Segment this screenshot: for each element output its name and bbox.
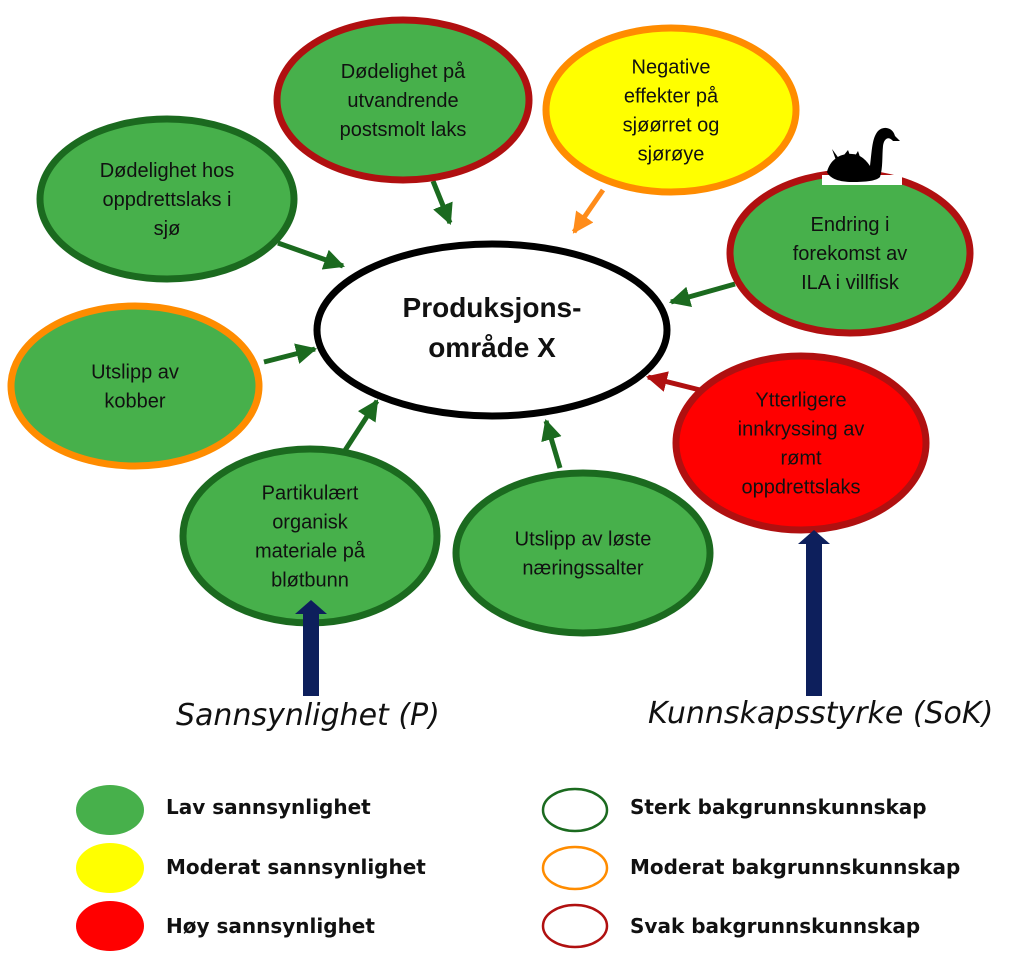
node-label-line: materiale på bbox=[255, 541, 366, 563]
node-label-line: oppdrettslaks bbox=[742, 477, 861, 499]
node-label-line: sjø bbox=[154, 218, 181, 240]
legend-swatch-high-probability bbox=[73, 898, 147, 959]
node-label-line: Dødelighet på bbox=[341, 61, 466, 83]
node-ellipse bbox=[672, 352, 930, 534]
legend-label-high-probability: Høy sannsynlighet bbox=[166, 914, 375, 938]
legend-label-moderate-knowledge: Moderat bakgrunnskunnskap bbox=[630, 855, 961, 879]
legend-label-strong-knowledge: Sterk bakgrunnskunnskap bbox=[630, 795, 927, 819]
node-label-line: postsmolt laks bbox=[340, 119, 467, 141]
node-utslipp-naeringssalter: Utslipp av løste næringssalter bbox=[452, 469, 714, 637]
legend-swatch-moderate-probability bbox=[73, 840, 147, 901]
center-label-line: Produksjons- bbox=[403, 292, 582, 323]
legend-label-moderate-probability: Moderat sannsynlighet bbox=[166, 855, 426, 879]
knowledge-axis-arrow bbox=[798, 530, 830, 696]
legend-swatch-weak-knowledge bbox=[540, 902, 610, 955]
node-label-line: næringssalter bbox=[522, 558, 644, 580]
node-label-line: kobber bbox=[104, 391, 165, 413]
node-ellipse bbox=[542, 24, 800, 196]
legend-swatch-low-probability bbox=[73, 782, 147, 843]
node-label-line: utvandrende bbox=[347, 90, 458, 112]
node-label-line: bløtbunn bbox=[271, 570, 349, 592]
arrow-partikulaert-materiale bbox=[339, 399, 380, 457]
node-ellipse bbox=[179, 445, 441, 627]
node-label-line: Utslipp av bbox=[91, 362, 179, 384]
node-label-line: Partikulært bbox=[262, 483, 359, 505]
node-label-line: Endring i bbox=[811, 214, 890, 236]
node-endring-ila: Endring i forekomst av ILA i villfisk bbox=[726, 169, 974, 337]
node-label-line: organisk bbox=[272, 512, 349, 534]
probability-axis-arrow bbox=[295, 600, 327, 696]
center-label-line: område X bbox=[428, 332, 556, 363]
node-label-line: Negative bbox=[632, 57, 711, 79]
legend-swatch-moderate-knowledge bbox=[540, 844, 610, 897]
node-ellipse bbox=[7, 302, 263, 470]
arrow-dodelighet-postsmolt bbox=[430, 180, 453, 225]
node-utslipp-kobber: Utslipp av kobber bbox=[7, 302, 263, 470]
node-label-line: oppdrettslaks i bbox=[103, 189, 232, 211]
node-ellipse bbox=[452, 469, 714, 637]
node-label-line: sjøørret og bbox=[623, 115, 720, 137]
legend-label-weak-knowledge: Svak bakgrunnskunnskap bbox=[630, 914, 921, 938]
node-negative-effekter: Negative effekter på sjøørret og sjørøye bbox=[542, 24, 800, 196]
node-label-line: Dødelighet hos bbox=[100, 160, 235, 182]
node-dodelighet-oppdrettslaks: Dødelighet hos oppdrettslaks i sjø bbox=[36, 115, 298, 283]
node-label-line: ILA i villfisk bbox=[801, 272, 900, 294]
node-label-line: rømt bbox=[780, 448, 822, 470]
legend-label-low-probability: Lav sannsynlighet bbox=[166, 795, 371, 819]
node-partikulaert-materiale: Partikulært organisk materiale på bløtbunn bbox=[179, 445, 441, 627]
arrow-utslipp-kobber bbox=[263, 343, 318, 365]
arrow-dodelighet-oppdrettslaks bbox=[277, 240, 345, 270]
arrow-negative-effekter bbox=[571, 188, 606, 234]
center-ellipse bbox=[313, 240, 671, 420]
node-ellipse bbox=[36, 115, 298, 283]
node-label-line: innkryssing av bbox=[738, 419, 865, 441]
legend-swatch-strong-knowledge bbox=[540, 786, 610, 839]
arrow-endring-ila bbox=[668, 281, 736, 307]
arrow-ytterligere-innkryssing bbox=[645, 371, 701, 393]
black-swan-icon bbox=[822, 127, 902, 185]
node-dodelighet-postsmolt: Dødelighet på utvandrende postsmolt laks bbox=[273, 16, 533, 184]
node-ytterligere-innkryssing: Ytterligere innkryssing av rømt oppdrettsla… bbox=[672, 352, 930, 534]
center-node: Produksjons-område X bbox=[313, 240, 671, 420]
axis-label-probability: Sannsynlighet (P) bbox=[176, 698, 440, 733]
node-label-line: sjørøye bbox=[638, 144, 705, 166]
node-label-line: effekter på bbox=[624, 86, 719, 108]
node-label-line: forekomst av bbox=[793, 243, 907, 265]
node-ellipse bbox=[273, 16, 533, 184]
node-label-line: Utslipp av løste bbox=[515, 529, 652, 551]
axis-label-knowledge: Kunnskapsstyrke (SoK) bbox=[648, 696, 994, 731]
node-label-line: Ytterligere bbox=[755, 390, 846, 412]
arrow-utslipp-naeringssalter bbox=[541, 418, 563, 469]
